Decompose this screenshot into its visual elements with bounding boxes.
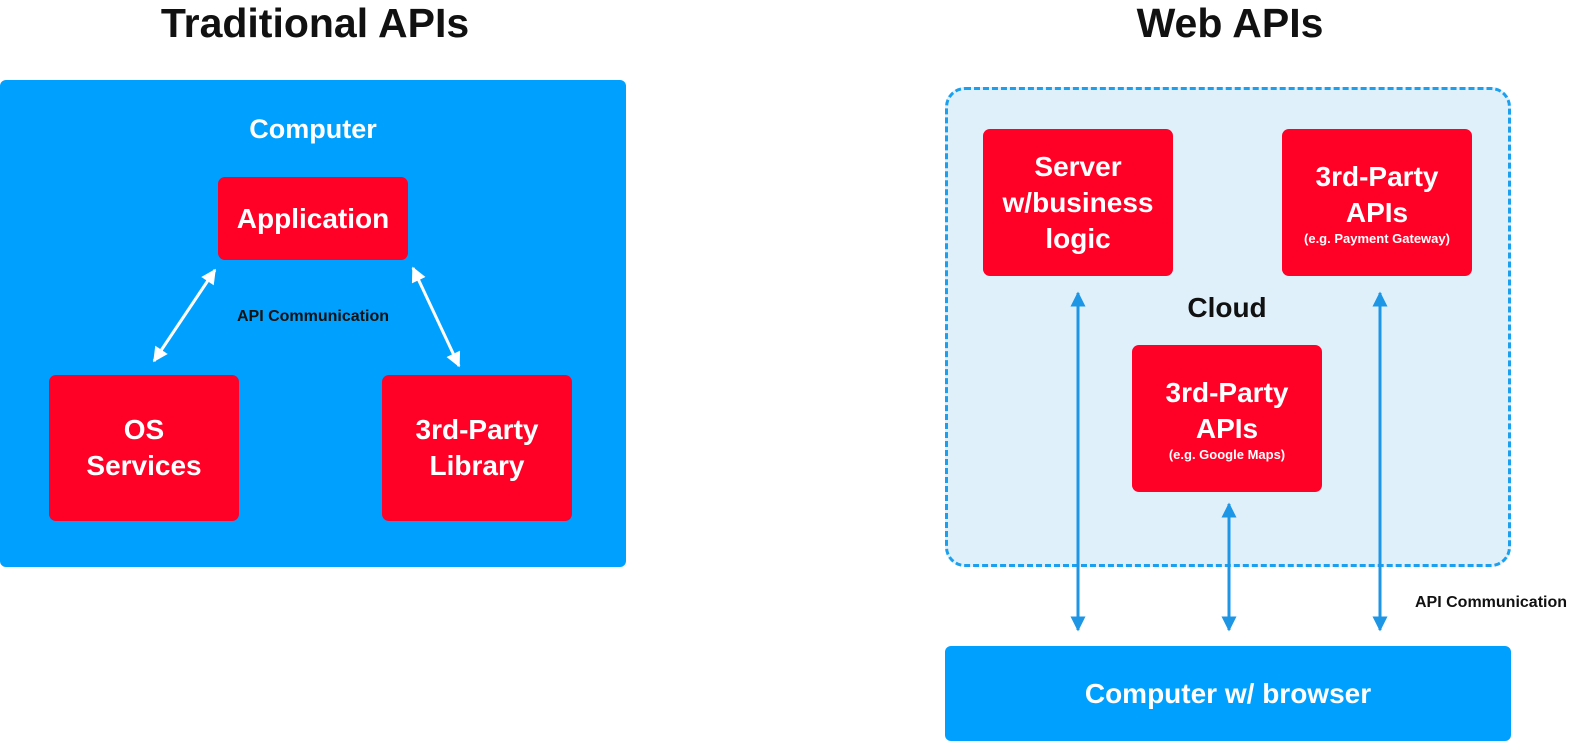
payment-api-subtitle: (e.g. Payment Gateway) [1304,230,1450,246]
application-label: Application [236,202,390,234]
payment-api-title: 3rd-Party APIs [1315,160,1439,228]
cloud-label: Cloud [1187,292,1267,323]
computer-browser-box: Computer w/ browser [945,646,1511,741]
application-box: Application [218,177,408,260]
os-services-label: OS Services [86,414,202,481]
computer-browser-label: Computer w/ browser [1084,677,1372,709]
maps-api-box: 3rd-Party APIs (e.g. Google Maps) [1132,345,1322,492]
api-communication-label-right: API Communication [1415,594,1568,611]
traditional-apis-title: Traditional APIs [160,0,470,46]
payment-api-box: 3rd-Party APIs (e.g. Payment Gateway) [1282,129,1472,276]
third-party-library-box: 3rd-Party Library [382,375,572,521]
server-box: Server w/business logic [983,129,1173,276]
api-communication-label-left: API Communication [236,308,389,325]
third-party-library-label: 3rd-Party Library [415,414,539,481]
server-label: Server w/business logic [1002,150,1154,254]
os-services-box: OS Services [49,375,239,521]
maps-api-title: 3rd-Party APIs [1165,376,1289,444]
maps-api-subtitle: (e.g. Google Maps) [1168,446,1286,462]
web-apis-title: Web APIs [1136,0,1324,46]
computer-label: Computer [249,114,377,144]
